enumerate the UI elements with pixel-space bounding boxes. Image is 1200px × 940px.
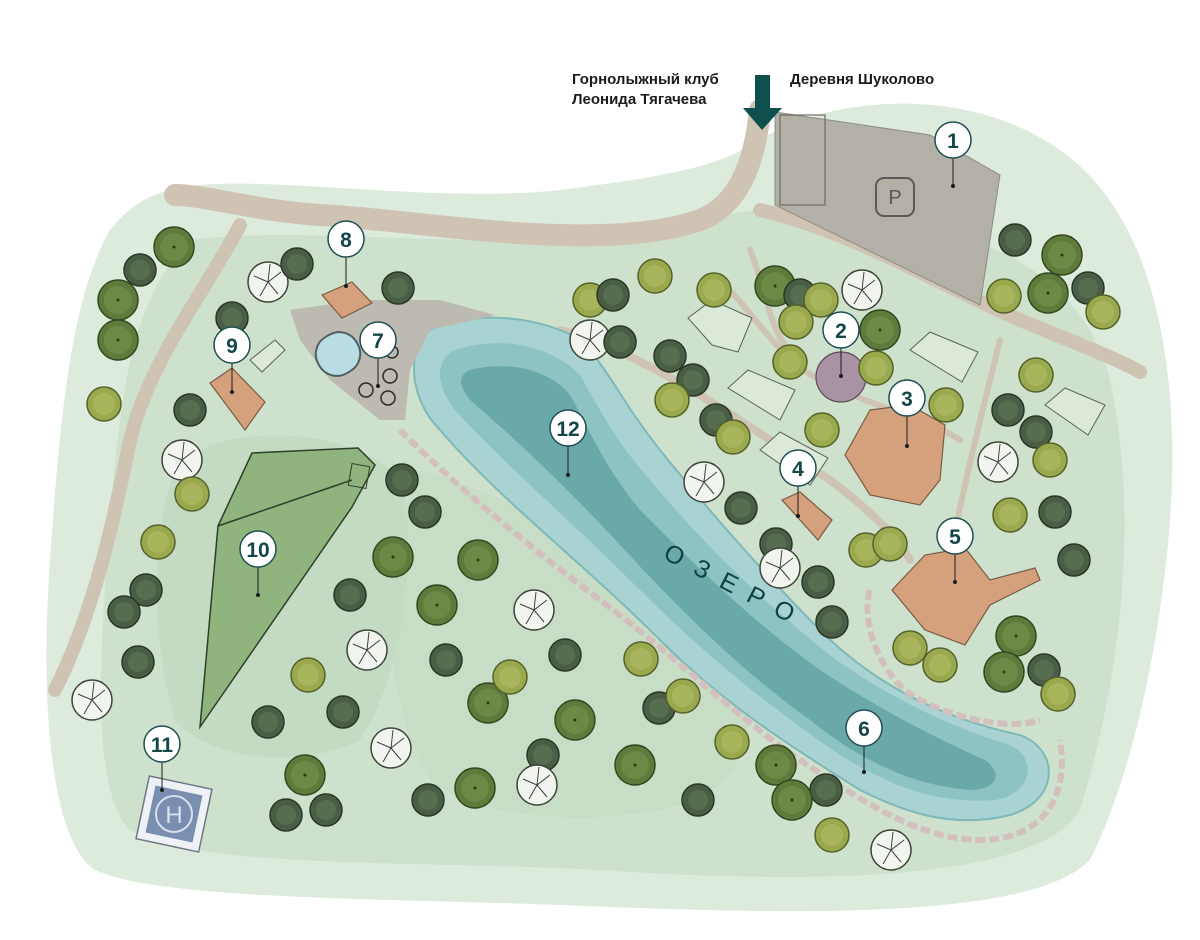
marker-9[interactable]: 9 <box>213 326 251 394</box>
marker-11[interactable]: 11 <box>143 725 181 792</box>
ski-club-label-line2: Леонида Тягачева <box>572 91 707 108</box>
marker-2[interactable]: 2 <box>822 311 860 378</box>
marker-7-label: 7 <box>372 330 384 353</box>
building-8 <box>321 281 373 319</box>
marker-5-label: 5 <box>949 526 961 549</box>
marker-4-label: 4 <box>792 458 804 481</box>
helipad: H <box>135 775 213 853</box>
marker-1-label: 1 <box>947 130 959 153</box>
marker-8-label: 8 <box>340 229 352 252</box>
markers: 1 2 3 4 5 6 7 <box>143 121 974 792</box>
parking-area: P <box>774 111 1001 306</box>
village-label: Деревня Шуколово <box>790 71 934 88</box>
marker-12-label: 12 <box>556 418 579 441</box>
buildings <box>209 281 1041 646</box>
marker-1[interactable]: 1 <box>934 121 972 188</box>
building-4 <box>781 491 833 541</box>
patio-umbrellas <box>358 345 399 406</box>
marker-11-label: 11 <box>151 734 174 757</box>
terrace-area <box>290 300 495 420</box>
building-9 <box>209 367 266 432</box>
marker-10[interactable]: 10 <box>239 530 277 597</box>
marker-7[interactable]: 7 <box>359 321 397 388</box>
parking-sign-icon <box>875 177 915 217</box>
marker-9-label: 9 <box>226 335 238 358</box>
pool <box>314 331 362 377</box>
ski-club-label-line1: Горнолыжный клуб <box>572 71 719 88</box>
helipad-symbol: H <box>165 802 182 829</box>
marker-6[interactable]: 6 <box>845 709 883 774</box>
marker-3[interactable]: 3 <box>888 379 926 448</box>
marker-8[interactable]: 8 <box>327 220 365 288</box>
marker-4[interactable]: 4 <box>779 449 817 518</box>
marker-3-label: 3 <box>901 388 913 411</box>
parking-symbol: P <box>888 187 901 209</box>
arrow-down-icon <box>743 75 782 130</box>
marker-10-label: 10 <box>246 539 269 562</box>
marker-2-label: 2 <box>835 320 847 343</box>
marker-6-label: 6 <box>858 718 870 741</box>
marker-12[interactable]: 12 <box>549 409 587 477</box>
marker-5[interactable]: 5 <box>936 517 974 584</box>
